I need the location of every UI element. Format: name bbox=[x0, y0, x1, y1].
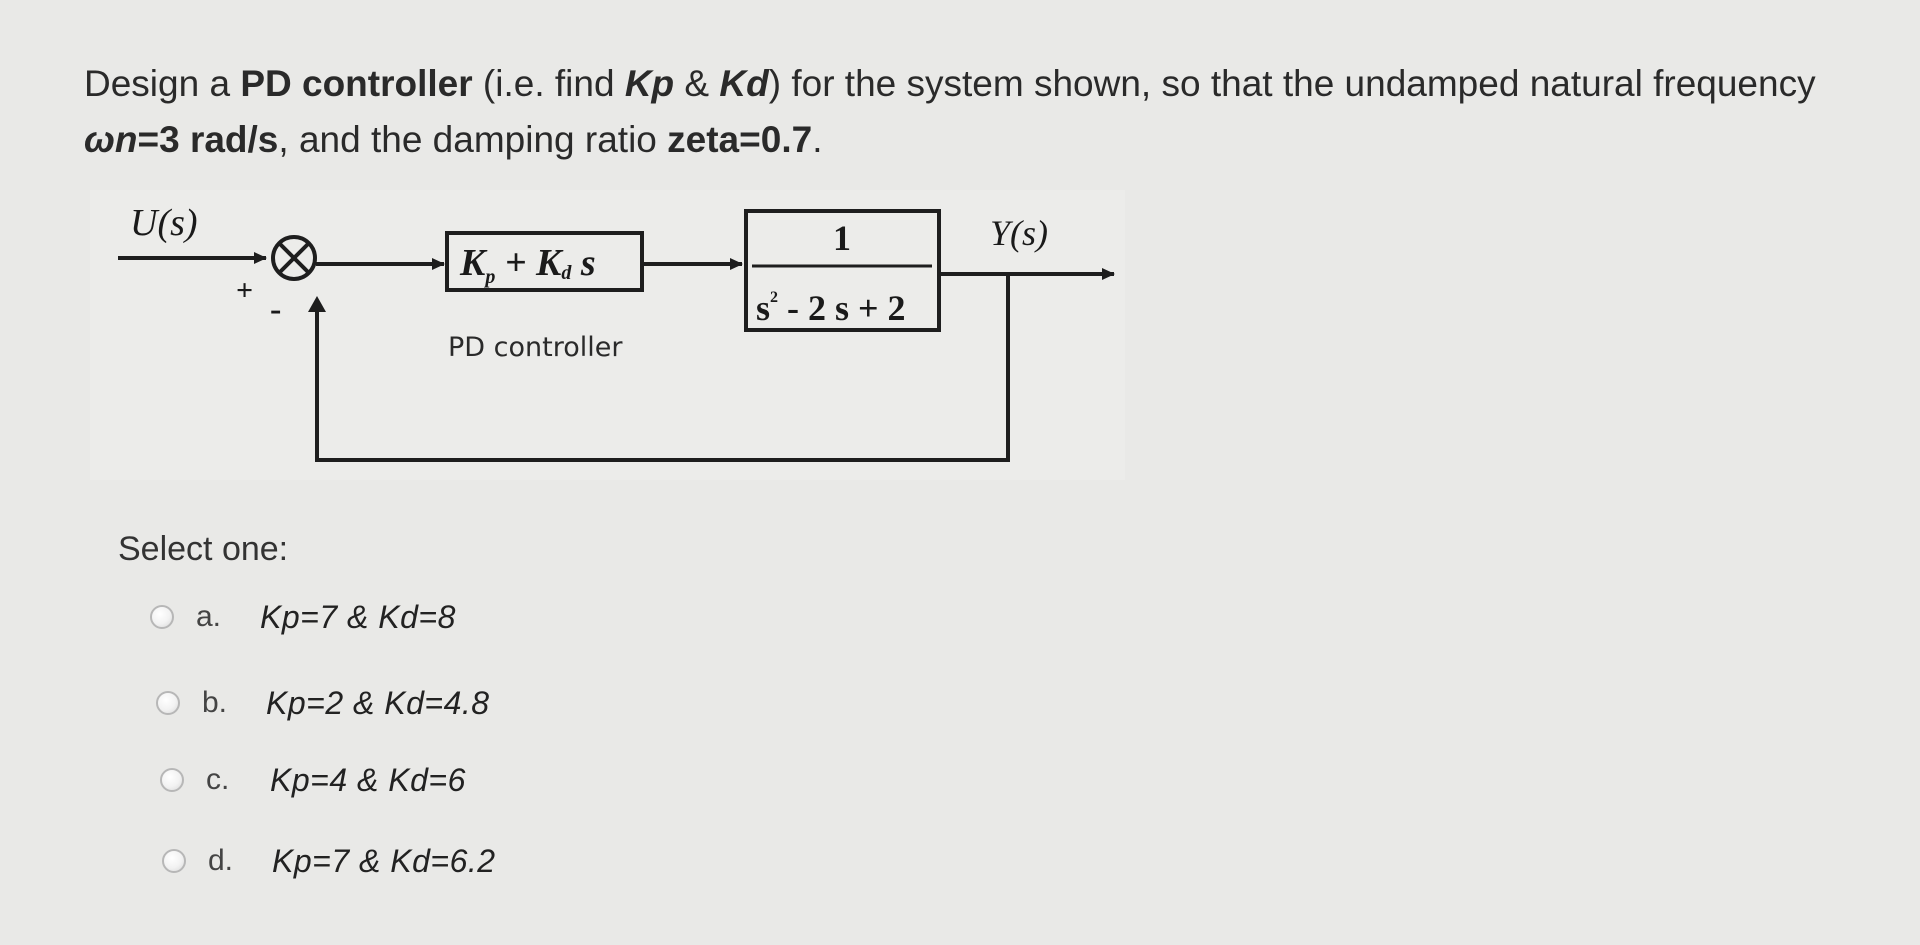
option-d-radio[interactable] bbox=[162, 849, 186, 873]
question-part: Design a bbox=[84, 63, 241, 104]
summing-junction bbox=[271, 235, 317, 281]
input-label: U(s) bbox=[130, 202, 198, 244]
plant-denominator: s2 - 2 s + 2 bbox=[756, 288, 906, 328]
feedback-line bbox=[315, 274, 1010, 462]
option-text[interactable]: Kp=4 & Kd=6 bbox=[270, 761, 466, 798]
question-kp: Kp bbox=[624, 63, 675, 104]
pd-controller-block bbox=[445, 231, 644, 292]
option-letter: d. bbox=[208, 844, 234, 877]
option-text[interactable]: Kp=7 & Kd=8 bbox=[260, 598, 456, 635]
option-c[interactable]: c. Kp=4 & Kd=6 bbox=[160, 755, 466, 805]
question-wn-value: =3 rad/s bbox=[137, 119, 279, 160]
option-letter: c. bbox=[206, 763, 230, 796]
question-kd: Kd bbox=[719, 63, 769, 104]
question-part: (i.e. find bbox=[472, 63, 625, 104]
question-wn: ωn bbox=[84, 119, 138, 160]
question-bold-pd-controller: PD controller bbox=[240, 63, 473, 104]
question-part: . bbox=[812, 119, 823, 160]
feedback-arrowhead bbox=[308, 296, 326, 312]
block-diagram-panel bbox=[90, 190, 1125, 480]
plus-sign: + bbox=[236, 274, 253, 307]
option-text[interactable]: Kp=7 & Kd=6.2 bbox=[272, 842, 496, 879]
option-letter: a. bbox=[196, 600, 222, 633]
option-text[interactable]: Kp=2 & Kd=4.8 bbox=[266, 684, 490, 721]
option-a-radio[interactable] bbox=[150, 605, 174, 629]
question-zeta: zeta bbox=[667, 119, 740, 160]
option-b[interactable]: b. Kp=2 & Kd=4.8 bbox=[156, 678, 490, 728]
question-part: , and the damping ratio bbox=[278, 119, 668, 160]
option-c-radio[interactable] bbox=[160, 768, 184, 792]
option-b-radio[interactable] bbox=[156, 691, 180, 715]
question-part: & bbox=[674, 63, 720, 104]
plant-block bbox=[744, 209, 941, 332]
option-a[interactable]: a. Kp=7 & Kd=8 bbox=[150, 592, 456, 642]
pd-controller-transfer-function: Kp + Kd s bbox=[459, 242, 596, 288]
minus-sign: - bbox=[270, 291, 281, 328]
pd-controller-caption: PD controller bbox=[448, 332, 623, 363]
plant-numerator: 1 bbox=[833, 218, 851, 258]
option-letter: b. bbox=[202, 686, 228, 719]
select-one-label: Select one: bbox=[118, 530, 289, 568]
question-text: Design a PD controller (i.e. find Kp & K… bbox=[84, 56, 1884, 168]
option-d[interactable]: d. Kp=7 & Kd=6.2 bbox=[162, 836, 496, 886]
question-zeta-value: =0.7 bbox=[739, 119, 813, 160]
question-part: ) for the system shown, so that the unda… bbox=[768, 63, 1816, 104]
output-label: Y(s) bbox=[990, 213, 1048, 253]
